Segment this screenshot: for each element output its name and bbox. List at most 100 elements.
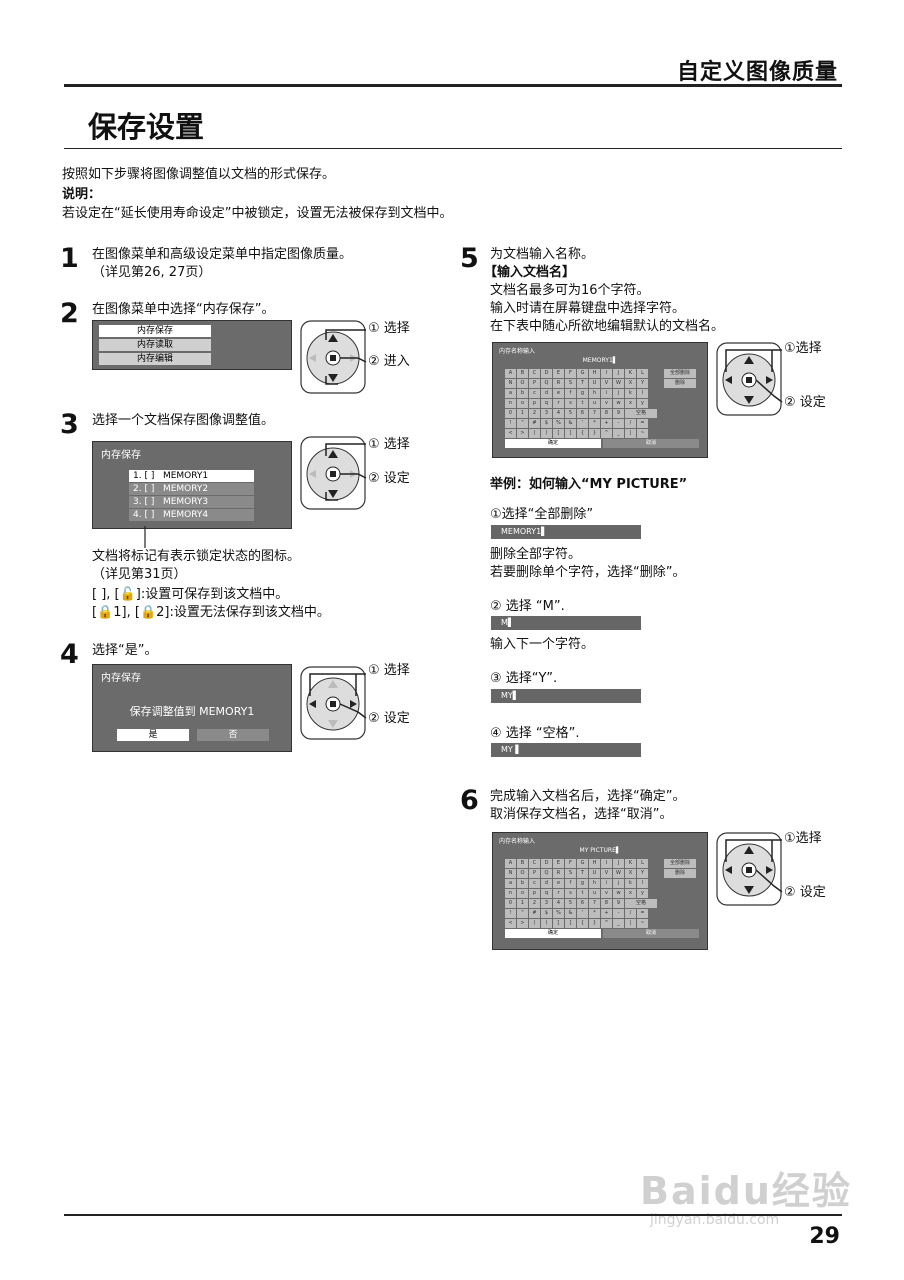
keyboard-key[interactable]: g xyxy=(577,879,588,888)
cancel-button[interactable]: 取消 xyxy=(603,929,699,938)
keyboard-key[interactable]: K xyxy=(625,859,636,868)
keyboard-key[interactable]: " xyxy=(517,909,528,918)
keyboard-key[interactable]: 7 xyxy=(589,409,600,418)
keyboard-key[interactable]: ) xyxy=(541,429,552,438)
keyboard-key[interactable]: H xyxy=(589,369,600,378)
keyboard-key[interactable]: P xyxy=(529,869,540,878)
keyboard-key[interactable]: T xyxy=(577,869,588,878)
space-key[interactable]: 空格 xyxy=(625,409,657,418)
keyboard-key[interactable]: n xyxy=(505,399,516,408)
keyboard-key[interactable]: { xyxy=(577,429,588,438)
keyboard-key[interactable]: V xyxy=(601,869,612,878)
keyboard-key[interactable]: - xyxy=(613,909,624,918)
keyboard-key[interactable]: R xyxy=(553,379,564,388)
keyboard-key[interactable]: ! xyxy=(505,419,516,428)
keyboard-key[interactable]: Y xyxy=(637,379,648,388)
keyboard-key[interactable]: 2 xyxy=(529,409,540,418)
keyboard-key[interactable]: > xyxy=(517,429,528,438)
keyboard-key[interactable]: 6 xyxy=(577,409,588,418)
keyboard-key[interactable]: O xyxy=(517,379,528,388)
keyboard-key[interactable]: % xyxy=(553,909,564,918)
keyboard-key[interactable]: ~ xyxy=(637,919,648,928)
keyboard-key[interactable]: j xyxy=(613,389,624,398)
keyboard-key[interactable]: 8 xyxy=(601,409,612,418)
keyboard-key[interactable]: = xyxy=(637,419,648,428)
keyboard-key[interactable]: X xyxy=(625,869,636,878)
keyboard-key[interactable]: = xyxy=(637,909,648,918)
keyboard-key[interactable]: ( xyxy=(529,919,540,928)
keyboard-key[interactable]: N xyxy=(505,379,516,388)
keyboard-key[interactable]: i xyxy=(601,389,612,398)
keyboard-key[interactable]: k xyxy=(625,389,636,398)
keyboard-key[interactable]: & xyxy=(565,909,576,918)
keyboard-key[interactable]: X xyxy=(625,379,636,388)
menu-item-memory-load[interactable]: 内存读取 xyxy=(99,339,211,351)
keyboard-key[interactable]: t xyxy=(577,889,588,898)
keyboard-key[interactable]: 1 xyxy=(517,899,528,908)
keyboard-key[interactable]: L xyxy=(637,859,648,868)
keyboard-key[interactable]: W xyxy=(613,379,624,388)
keyboard-key[interactable]: I xyxy=(601,369,612,378)
keyboard-key[interactable]: ! xyxy=(505,909,516,918)
keyboard-key[interactable]: r xyxy=(553,399,564,408)
keyboard-key[interactable]: 2 xyxy=(529,899,540,908)
keyboard-key[interactable]: L xyxy=(637,369,648,378)
keyboard-key[interactable]: | xyxy=(625,919,636,928)
keyboard-key[interactable]: Q xyxy=(541,379,552,388)
space-key[interactable]: 空格 xyxy=(625,899,657,908)
keyboard-key[interactable]: < xyxy=(505,429,516,438)
keyboard-key[interactable]: v xyxy=(601,889,612,898)
keyboard-key[interactable]: l xyxy=(637,879,648,888)
keyboard-key[interactable]: f xyxy=(565,879,576,888)
memory-slot-2[interactable]: 2. [ ] MEMORY2 xyxy=(129,483,254,495)
keyboard-key[interactable]: b xyxy=(517,389,528,398)
keyboard-key[interactable]: x xyxy=(625,889,636,898)
keyboard-key[interactable]: { xyxy=(577,919,588,928)
keyboard-key[interactable]: 3 xyxy=(541,899,552,908)
keyboard-key[interactable]: D xyxy=(541,369,552,378)
keyboard-key[interactable]: q xyxy=(541,399,552,408)
keyboard-key[interactable]: ~ xyxy=(637,429,648,438)
keyboard-key[interactable]: U xyxy=(589,379,600,388)
keyboard-key[interactable]: w xyxy=(613,399,624,408)
keyboard-key[interactable]: a xyxy=(505,879,516,888)
keyboard-key[interactable]: f xyxy=(565,389,576,398)
keyboard-key[interactable]: 1 xyxy=(517,409,528,418)
keyboard-key[interactable]: B xyxy=(517,369,528,378)
keyboard-key[interactable]: * xyxy=(589,419,600,428)
keyboard-key[interactable]: I xyxy=(601,859,612,868)
keyboard-key[interactable]: } xyxy=(589,919,600,928)
ok-button[interactable]: 确定 xyxy=(505,929,601,938)
keyboard-key[interactable]: 5 xyxy=(565,899,576,908)
keyboard-key[interactable]: q xyxy=(541,889,552,898)
keyboard-key[interactable]: i xyxy=(601,879,612,888)
keyboard-key[interactable]: A xyxy=(505,369,516,378)
keyboard-key[interactable]: - xyxy=(613,419,624,428)
keyboard-key[interactable]: 4 xyxy=(553,899,564,908)
keyboard-key[interactable]: n xyxy=(505,889,516,898)
keyboard-key[interactable]: $ xyxy=(541,419,552,428)
keyboard-key[interactable]: l xyxy=(637,389,648,398)
keyboard-key[interactable]: W xyxy=(613,869,624,878)
keyboard-key[interactable]: 9 xyxy=(613,409,624,418)
keyboard-key[interactable]: C xyxy=(529,859,540,868)
keyboard-key[interactable]: + xyxy=(601,909,612,918)
keyboard-key[interactable]: ) xyxy=(541,919,552,928)
keyboard-key[interactable]: b xyxy=(517,879,528,888)
memory-slot-4[interactable]: 4. [ ] MEMORY4 xyxy=(129,509,254,521)
delete-key[interactable]: 删除 xyxy=(664,869,696,878)
keyboard-key[interactable]: C xyxy=(529,369,540,378)
keyboard-key[interactable]: N xyxy=(505,869,516,878)
keyboard-key[interactable]: # xyxy=(529,909,540,918)
keyboard-key[interactable]: | xyxy=(625,429,636,438)
keyboard-key[interactable]: 0 xyxy=(505,899,516,908)
keyboard-key[interactable]: [ xyxy=(553,429,564,438)
keyboard-key[interactable]: h xyxy=(589,389,600,398)
keyboard-key[interactable]: Y xyxy=(637,869,648,878)
keyboard-key[interactable]: E xyxy=(553,859,564,868)
keyboard-key[interactable]: 5 xyxy=(565,409,576,418)
keyboard-key[interactable]: S xyxy=(565,869,576,878)
keyboard-key[interactable]: s xyxy=(565,399,576,408)
keyboard-key[interactable]: K xyxy=(625,369,636,378)
memory-slot-3[interactable]: 3. [ ] MEMORY3 xyxy=(129,496,254,508)
